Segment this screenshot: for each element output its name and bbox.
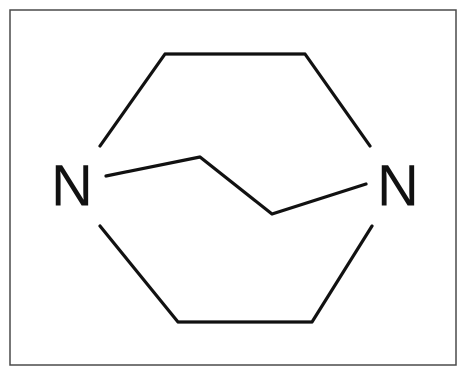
nitrogen-atom-right: N <box>377 154 419 219</box>
bond-middle-bridge <box>104 155 368 216</box>
bond-top-bridge <box>98 52 372 148</box>
nitrogen-atom-left: N <box>51 154 93 219</box>
bond-bottom-bridge <box>98 224 374 324</box>
diagram-frame <box>9 9 457 366</box>
